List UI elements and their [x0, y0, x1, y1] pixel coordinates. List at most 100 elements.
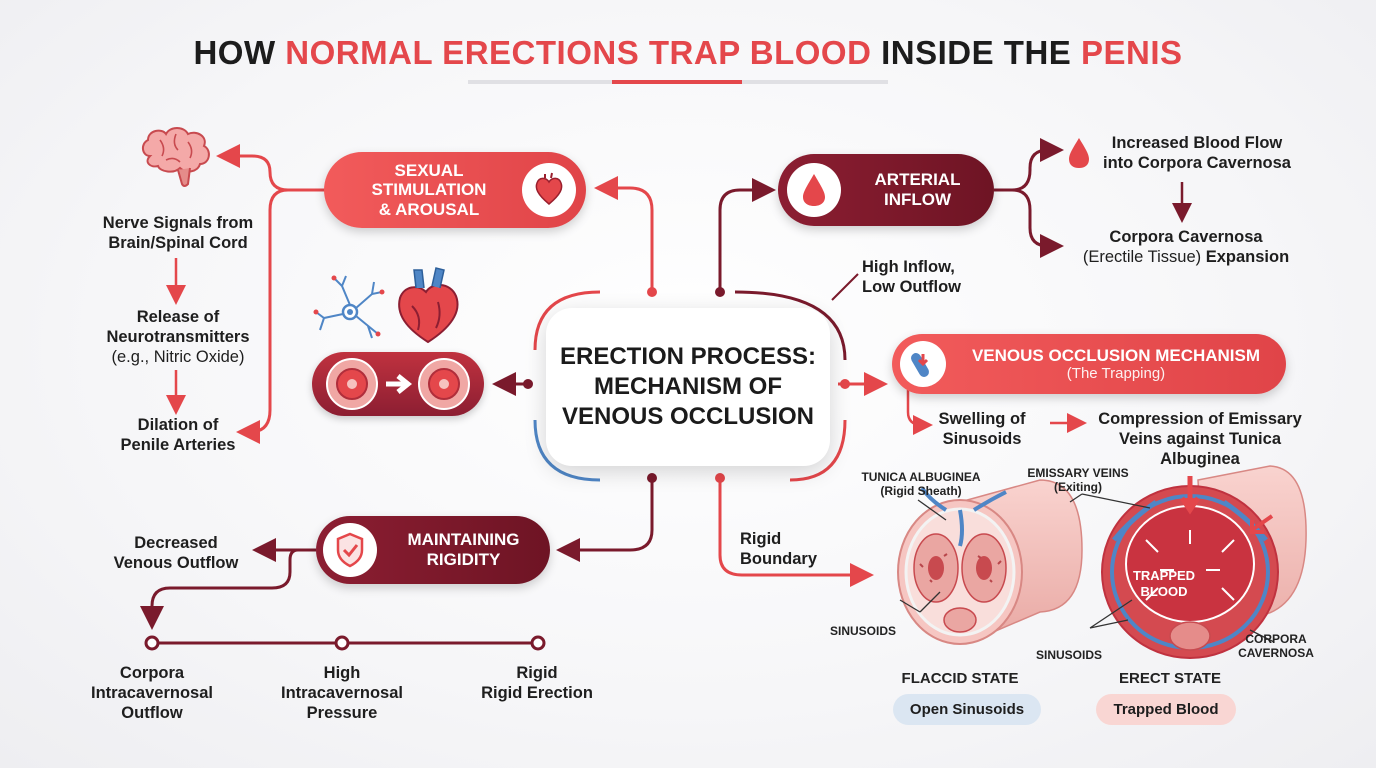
corpora-cavernosa-label: CORPORA CAVERNOSA — [1226, 632, 1326, 661]
dilation-line-1: Dilation of — [137, 416, 219, 434]
sinusoids-right-label: SINUSOIDS — [1035, 648, 1102, 662]
brain-icon — [142, 127, 210, 187]
release-line-2: Neurotransmitters — [106, 327, 250, 346]
blood-drop-small-icon — [1069, 138, 1089, 168]
stimulation-line-2: STIMULATION — [371, 180, 487, 200]
high-inflow-line-2: Low Outflow — [862, 277, 961, 296]
emissary-line-1: EMISSARY VEINS — [1027, 466, 1129, 480]
decreased-line-1: Decreased — [134, 534, 218, 552]
release-neurotransmitters-label: Release of Neurotransmitters (e.g., Nitr… — [78, 308, 278, 367]
shield-check-icon — [323, 523, 377, 577]
venous-title: VENOUS OCCLUSION MECHANISM — [971, 345, 1261, 365]
tunica-line-2: (Rigid Sheath) — [880, 484, 962, 499]
trapped-blood-center-label: TRAPPED BLOOD — [1124, 568, 1204, 599]
release-line-1: Release of — [136, 308, 220, 326]
expansion-label: Corpora Cavernosa (Erectile Tissue) Expa… — [1066, 228, 1306, 268]
timeline-item-1: Corpora Intracavernosal Outflow — [82, 664, 222, 723]
stimulation-pill: SEXUAL STIMULATION & AROUSAL — [324, 152, 586, 228]
swelling-line-1: Swelling of — [938, 410, 1026, 428]
compression-line-3: Albuginea — [1160, 449, 1240, 468]
rigidity-line-2: RIGIDITY — [426, 550, 501, 569]
arterial-pill: ARTERIAL INFLOW — [778, 154, 994, 226]
timeline-3-line-2: Rigid Erection — [481, 683, 593, 702]
swelling-line-2: Sinusoids — [942, 429, 1022, 448]
compression-line-1: Compression of Emissary — [1098, 410, 1302, 428]
blood-vessel-icon — [900, 341, 946, 387]
timeline-1-line-2: Intracavernosal — [91, 683, 213, 702]
trapped-center-line-1: TRAPPED — [1132, 568, 1196, 583]
timeline-3-line-1: Rigid — [516, 664, 558, 682]
rigid-boundary-line-2: Boundary — [740, 549, 818, 568]
arterial-line-1: ARTERIAL — [874, 170, 961, 190]
emissary-line-2: (Exiting) — [1054, 480, 1102, 495]
increased-line-2: into Corpora Cavernosa — [1103, 153, 1291, 172]
decreased-line-2: Venous Outflow — [113, 553, 239, 572]
expansion-line-2a: (Erectile Tissue) — [1082, 247, 1202, 266]
timeline-1-line-1: Corpora — [119, 664, 185, 682]
trapped-blood-badge: Trapped Blood — [1096, 694, 1236, 725]
rigidity-pill: MAINTAINING RIGIDITY — [316, 516, 550, 584]
expansion-line-1: Corpora Cavernosa — [1109, 228, 1263, 246]
release-sub: (e.g., Nitric Oxide) — [111, 347, 245, 366]
blood-drop-icon — [787, 163, 841, 217]
venous-pill-text: VENOUS OCCLUSION MECHANISM (The Trapping… — [946, 346, 1286, 383]
erect-state-label: ERECT STATE — [1119, 670, 1221, 687]
title-underline-accent — [612, 80, 742, 84]
rigid-boundary-line-1: Rigid — [740, 530, 782, 548]
corpora-line-1: CORPORA — [1245, 632, 1307, 646]
stimulation-pill-text: SEXUAL STIMULATION & AROUSAL — [324, 161, 522, 220]
rigidity-line-1: MAINTAINING — [407, 530, 520, 550]
arterial-pill-text: ARTERIAL INFLOW — [841, 170, 994, 209]
increased-blood-flow-label: Increased Blood Flow into Corpora Cavern… — [1092, 134, 1302, 174]
flaccid-state-label: FLACCID STATE — [901, 670, 1019, 687]
center-line-3: VENOUS OCCLUSION — [561, 403, 815, 430]
arterial-line-2: INFLOW — [883, 190, 952, 209]
dilation-label: Dilation of Penile Arteries — [78, 416, 278, 456]
nerve-line-2: Brain/Spinal Cord — [108, 233, 248, 252]
page-title: HOW NORMAL ERECTIONS TRAP BLOOD INSIDE T… — [0, 34, 1376, 72]
venous-pill: VENOUS OCCLUSION MECHANISM (The Trapping… — [892, 334, 1286, 394]
timeline-item-2: High Intracavernosal Pressure — [272, 664, 412, 723]
compression-label: Compression of Emissary Veins against Tu… — [1086, 410, 1314, 469]
nerve-line-1: Nerve Signals from — [102, 214, 254, 232]
rigid-boundary-label: Rigid Boundary — [740, 530, 836, 570]
nerve-signals-label: Nerve Signals from Brain/Spinal Cord — [78, 214, 278, 254]
title-part-2: NORMAL ERECTIONS TRAP BLOOD — [285, 34, 872, 71]
venous-sub: (The Trapping) — [1066, 365, 1166, 383]
center-line-2: MECHANISM OF — [594, 373, 782, 400]
anatomy-illustration — [897, 465, 1307, 659]
stimulation-line-3: & AROUSAL — [378, 199, 480, 219]
high-inflow-label: High Inflow, Low Outflow — [862, 258, 982, 298]
compression-line-2: Veins against Tunica — [1119, 429, 1281, 448]
timeline-2-line-2: Intracavernosal — [281, 683, 403, 702]
rigidity-pill-text: MAINTAINING RIGIDITY — [377, 530, 550, 569]
heart-icon — [522, 163, 576, 217]
timeline-item-3: Rigid Rigid Erection — [462, 664, 612, 704]
center-line-1: ERECTION PROCESS: — [559, 343, 817, 370]
swelling-label: Swelling of Sinusoids — [922, 410, 1042, 450]
emissary-label: EMISSARY VEINS (Exiting) — [1018, 466, 1138, 495]
title-part-3: INSIDE THE — [871, 34, 1081, 71]
decreased-outflow-label: Decreased Venous Outflow — [96, 534, 256, 574]
increased-line-1: Increased Blood Flow — [1111, 134, 1283, 152]
vessel-cross-section-icon — [312, 352, 484, 416]
expansion-line-2b: Expansion — [1201, 247, 1290, 266]
corpora-line-2: CAVERNOSA — [1238, 646, 1314, 661]
timeline-2-line-1: High — [323, 664, 361, 682]
tunica-line-1: TUNICA ALBUGINEA — [861, 470, 981, 484]
tunica-label: TUNICA ALBUGINEA (Rigid Sheath) — [846, 470, 996, 499]
timeline-1-line-3: Outflow — [121, 703, 183, 722]
open-sinusoids-badge: Open Sinusoids — [893, 694, 1041, 725]
stimulation-line-1: SEXUAL — [394, 160, 464, 180]
sinusoids-left-label: SINUSOIDS — [829, 624, 896, 638]
timeline-2-line-3: Pressure — [306, 703, 378, 722]
title-part-1: HOW — [193, 34, 286, 71]
center-box: ERECTION PROCESS: MECHANISM OF VENOUS OC… — [546, 308, 830, 466]
high-inflow-line-1: High Inflow, — [862, 258, 955, 276]
dilation-line-2: Penile Arteries — [120, 435, 236, 454]
neuron-icon — [313, 275, 385, 339]
anatomical-heart-icon — [398, 267, 459, 344]
trapped-center-line-2: BLOOD — [1140, 583, 1188, 599]
title-part-4: PENIS — [1080, 34, 1183, 71]
